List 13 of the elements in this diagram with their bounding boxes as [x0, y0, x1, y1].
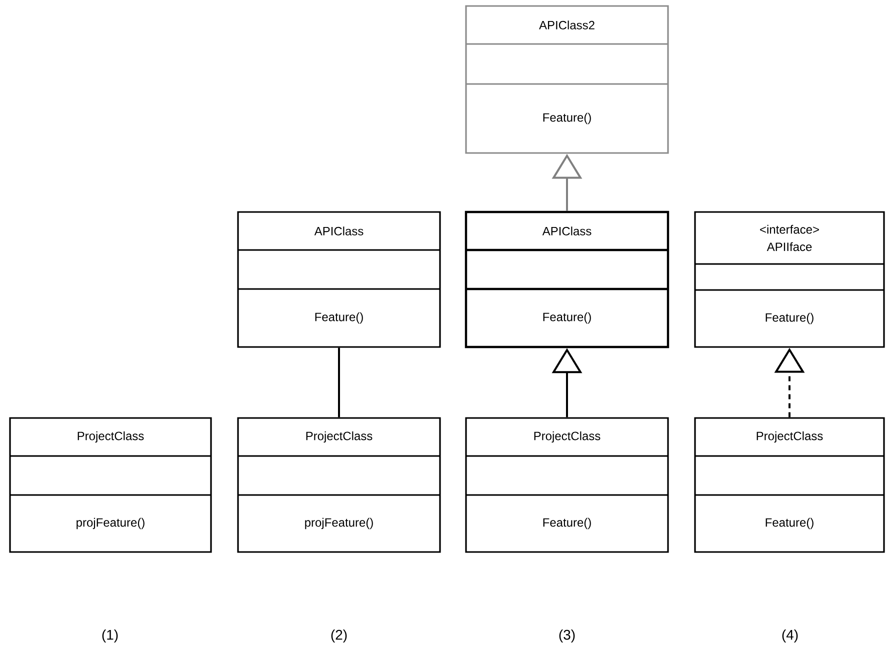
class-box: APIClass Feature()	[464, 210, 670, 348]
class-box: APIClass2 Feature()	[465, 5, 669, 154]
class-box: ProjectClass Feature()	[694, 417, 885, 553]
class-box: APIClass Feature()	[237, 211, 441, 348]
class-box: <interface> APIIface Feature()	[694, 211, 885, 348]
figure-number: (2)	[331, 629, 347, 643]
class-box: ProjectClass Feature()	[465, 417, 669, 553]
figure-number: (3)	[559, 629, 575, 643]
class-box: ProjectClass projFeature()	[237, 417, 441, 553]
figure-number: (1)	[102, 629, 118, 643]
association-line	[338, 348, 340, 418]
figure-number: (4)	[782, 629, 798, 643]
class-box: ProjectClass projFeature()	[9, 417, 212, 553]
